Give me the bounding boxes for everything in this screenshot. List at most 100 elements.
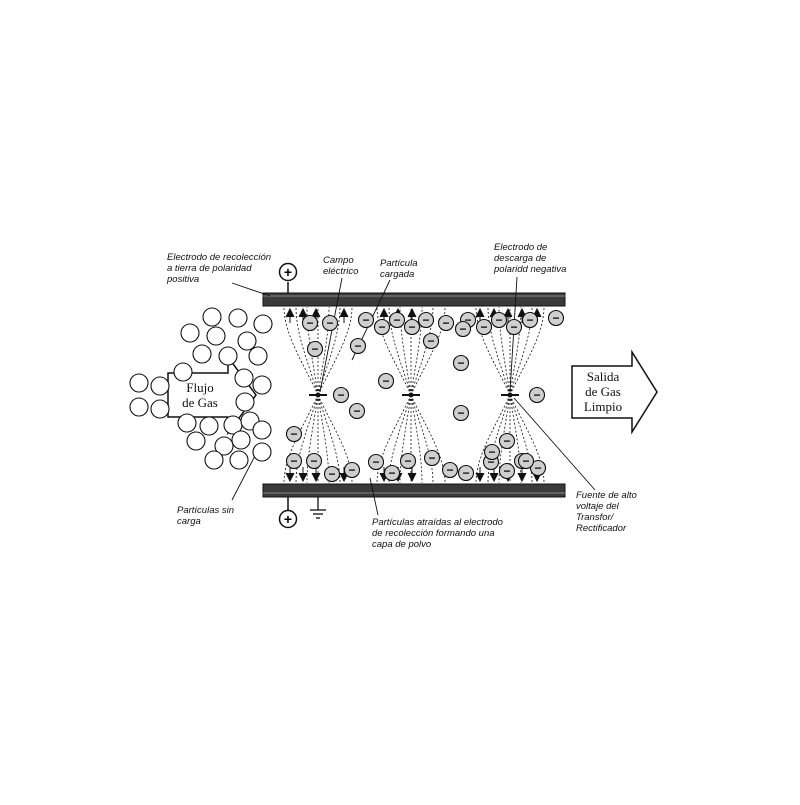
field-line [475, 394, 511, 484]
charged-particle [373, 318, 391, 336]
gas-inlet-label: Flujo de Gas [182, 380, 218, 410]
field-line [487, 306, 511, 396]
minus-sign: − [464, 313, 471, 327]
uncharged-particle [202, 307, 222, 327]
minus-sign: − [348, 463, 355, 477]
minus-sign: − [310, 454, 317, 468]
minus-sign: − [459, 322, 466, 336]
charged-particle [505, 318, 523, 336]
uncharged-particle [180, 323, 200, 343]
uncharged-particle [235, 392, 255, 412]
charged-particle [528, 386, 546, 404]
field-line [376, 394, 412, 484]
label-collector-electrode: Electrodo de recolección a tierra de pol… [167, 252, 272, 285]
charged-particle [441, 461, 459, 479]
charged-particle [452, 404, 470, 422]
charged-particle [498, 432, 516, 450]
minus-sign: − [353, 404, 360, 418]
uncharged-particle [150, 399, 170, 419]
charged-particle [348, 402, 366, 420]
label-uncharged-particles: Partículas sin carga [177, 505, 235, 527]
minus-sign: − [510, 320, 517, 334]
minus-sign: − [457, 356, 464, 370]
minus-sign: − [362, 313, 369, 327]
top-collector-plate [262, 292, 566, 307]
minus-sign: − [378, 320, 385, 334]
uncharged-particle [252, 375, 272, 395]
minus-sign: − [503, 464, 510, 478]
field-line [283, 306, 319, 396]
minus-sign: − [408, 320, 415, 334]
label-charged-particle: Partícula cargada [380, 258, 418, 280]
minus-sign: − [495, 313, 502, 327]
field-arrow-icon [298, 307, 308, 318]
field-line [317, 394, 341, 484]
minus-sign: − [487, 455, 494, 469]
minus-sign: − [393, 313, 400, 327]
charged-particle [423, 449, 441, 467]
discharge-electrode [315, 392, 321, 398]
field-arrow-icon [285, 472, 295, 483]
uncharged-particle [253, 314, 273, 334]
bottom-collector-plate [262, 483, 566, 498]
field-arrow-icon [503, 307, 513, 318]
field-line [509, 306, 533, 396]
charged-particle [403, 318, 421, 336]
minus-sign: − [526, 313, 533, 327]
charged-particle [305, 452, 323, 470]
uncharged-particle [129, 397, 149, 417]
uncharged-particle [229, 450, 249, 470]
minus-sign: − [488, 445, 495, 459]
field-line [475, 306, 511, 396]
top-plus-sign: + [284, 264, 292, 280]
charged-particle [321, 314, 339, 332]
charged-particle [323, 465, 341, 483]
minus-sign: − [427, 334, 434, 348]
charged-particle [343, 461, 361, 479]
charged-particle [367, 453, 385, 471]
discharge-electrode [408, 392, 414, 398]
field-line [399, 394, 412, 484]
charged-particle [547, 309, 565, 327]
minus-sign: − [446, 463, 453, 477]
field-line [317, 394, 353, 484]
field-line [509, 306, 545, 396]
charged-particle [377, 372, 395, 390]
charged-particle [437, 314, 455, 332]
gas-outlet-label: Salida de Gas Limpio [583, 369, 623, 414]
minus-sign: − [290, 427, 297, 441]
field-arrow-icon [298, 472, 308, 483]
charged-particle [521, 311, 539, 329]
field-line [410, 306, 434, 396]
uncharged-particle [204, 450, 224, 470]
charged-particle [349, 337, 367, 355]
gas-outlet-arrow [571, 349, 658, 435]
uncharged-particle [237, 331, 257, 351]
charged-particle [388, 311, 406, 329]
minus-sign: − [442, 316, 449, 330]
charged-particle [483, 443, 501, 461]
field-arrow-icon [311, 472, 321, 483]
field-line [410, 306, 446, 396]
field-line [295, 394, 319, 484]
field-arrow-icon [517, 472, 527, 483]
field-line [410, 394, 434, 484]
field-line [487, 394, 511, 484]
minus-sign: − [428, 451, 435, 465]
minus-sign: − [326, 316, 333, 330]
minus-sign: − [306, 316, 313, 330]
top-plus-terminal: + [278, 262, 298, 293]
field-arrow-icon [339, 307, 349, 318]
charged-particle [383, 464, 401, 482]
minus-sign: − [422, 313, 429, 327]
field-line [410, 394, 423, 484]
minus-sign: − [328, 467, 335, 481]
ground-icon [310, 497, 326, 519]
field-line [509, 394, 545, 484]
minus-sign: − [480, 320, 487, 334]
minus-sign: − [503, 434, 510, 448]
field-line [376, 306, 412, 396]
charged-particle [357, 311, 375, 329]
